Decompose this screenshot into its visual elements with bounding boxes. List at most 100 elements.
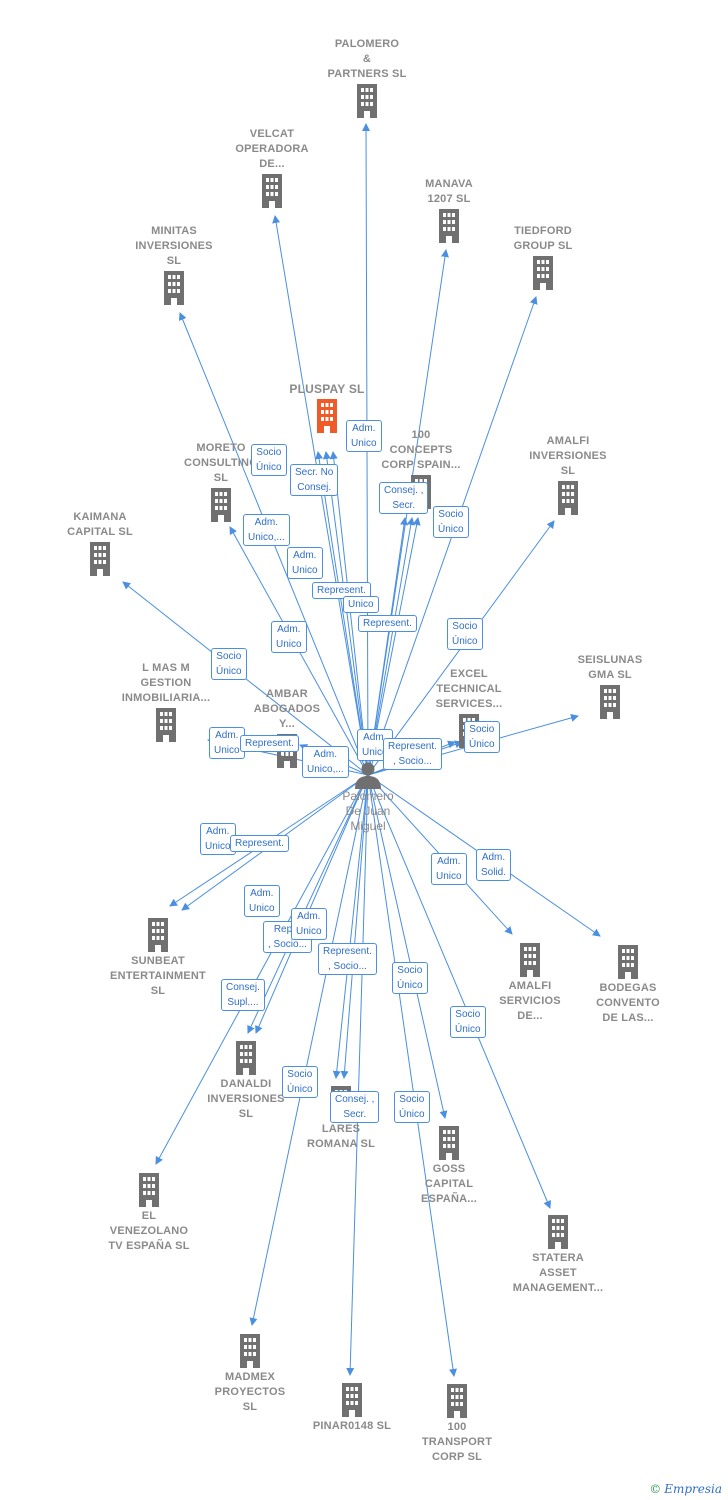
company-label: AMBAR ABOGADOS Y... (253, 688, 321, 730)
building-icon (342, 1383, 362, 1417)
company-node-pluspay[interactable]: PLUSPAY SL (262, 382, 392, 435)
relation-label-r4[interactable]: Consej. , Secr. (379, 482, 429, 514)
edge-lares (332, 774, 369, 1079)
relation-label-r15[interactable]: Represent. (240, 735, 299, 752)
edge-lares-1 (340, 774, 369, 1079)
company-node-palomero_partners[interactable]: PALOMERO & PARTNERS SL (302, 37, 432, 120)
person-node[interactable]: Palomero De Juan Miguel (318, 761, 418, 834)
company-label: SEISLUNAS GMA SL (577, 654, 643, 681)
company-node-kaimana[interactable]: KAIMANA CAPITAL SL (35, 510, 165, 578)
relation-label-r24[interactable]: Adm. Unico (244, 885, 280, 917)
company-node-venezolano[interactable]: EL VENEZOLANO TV ESPAÑA SL (84, 1171, 214, 1254)
relation-label-r13[interactable]: Socio Único (211, 648, 247, 680)
relation-label-r18[interactable]: Represent. , Socio... (383, 738, 442, 770)
edge-danaldi (247, 774, 369, 1034)
relation-label-r3[interactable]: Secr. No Consej. (290, 464, 339, 496)
building-icon (90, 542, 110, 576)
building-icon (439, 209, 459, 243)
company-label: BODEGAS CONVENTO DE LAS... (596, 982, 660, 1024)
company-node-manava[interactable]: MANAVA 1207 SL (384, 177, 514, 245)
company-label: SUNBEAT ENTERTAINMENT SL (110, 955, 206, 997)
company-node-velcat[interactable]: VELCAT OPERADORA DE... (207, 127, 337, 210)
relation-label-r27[interactable]: Represent. , Socio... (318, 943, 377, 975)
relation-label-r32[interactable]: Consej. , Secr. (330, 1091, 380, 1123)
footer-brand[interactable]: ©Empresia (649, 1482, 722, 1496)
company-node-seislunas[interactable]: SEISLUNAS GMA SL (545, 653, 675, 721)
company-node-goss[interactable]: GOSS CAPITAL ESPAÑA... (384, 1124, 514, 1207)
company-label: STATERA ASSET MANAGEMENT... (512, 1252, 604, 1294)
edge-transport100 (367, 774, 457, 1377)
relation-label-r5[interactable]: Socio Único (433, 506, 469, 538)
company-label: 100 CONCEPTS CORP SPAIN... (381, 429, 461, 471)
relation-label-r20[interactable]: Adm. Unico (200, 823, 236, 855)
company-label: PINAR0148 SL (312, 1420, 392, 1432)
relation-label-r16[interactable]: Adm. Unico,... (302, 746, 349, 778)
company-label: EXCEL TECHNICAL SERVICES... (435, 668, 503, 710)
building-icon (439, 1126, 459, 1160)
brand-logo-text: Empresia (664, 1482, 722, 1496)
company-label: VELCAT OPERADORA DE... (235, 128, 309, 170)
company-label: PALOMERO & PARTNERS SL (327, 38, 407, 80)
company-label: MANAVA 1207 SL (425, 178, 473, 205)
person-label: Palomero De Juan Miguel (342, 789, 394, 833)
relation-label-r11[interactable]: Adm. Unico (271, 621, 307, 653)
company-node-amalfi_inv[interactable]: AMALFI INVERSIONES SL (503, 434, 633, 517)
copyright-icon: © (649, 1482, 662, 1496)
relation-label-r33[interactable]: Socio Único (394, 1091, 430, 1123)
relation-label-r6[interactable]: Adm. Unico,... (243, 514, 290, 546)
relation-label-r7[interactable]: Adm. Unico (287, 547, 323, 579)
building-icon (317, 399, 337, 433)
company-label: AMALFI INVERSIONES SL (529, 435, 607, 477)
relation-label-r9[interactable]: Unico (343, 596, 379, 613)
company-label: KAIMANA CAPITAL SL (67, 511, 133, 538)
building-icon (148, 918, 168, 952)
relation-label-r8[interactable]: Represent. (312, 582, 371, 599)
company-node-madmex[interactable]: MADMEX PROYECTOS SL (185, 1332, 315, 1415)
building-icon (533, 256, 553, 290)
company-label: L MAS M GESTION INMOBILIARIA... (121, 662, 211, 704)
company-label: DANALDI INVERSIONES SL (207, 1078, 285, 1120)
relation-label-r10[interactable]: Represent. (358, 615, 417, 632)
company-node-pinar[interactable]: PINAR0148 SL (287, 1381, 417, 1434)
building-icon (240, 1334, 260, 1368)
company-node-tiedford[interactable]: TIEDFORD GROUP SL (478, 224, 608, 292)
building-icon (262, 174, 282, 208)
company-node-statera[interactable]: STATERA ASSET MANAGEMENT... (493, 1213, 623, 1296)
relation-label-r22[interactable]: Adm. Unico (431, 853, 467, 885)
edge-pluspay-2 (329, 451, 369, 776)
building-icon (357, 84, 377, 118)
relation-label-r19[interactable]: Socio Único (464, 721, 500, 753)
relation-label-r31[interactable]: Socio Único (450, 1006, 486, 1038)
relation-label-r23[interactable]: Adm. Solid. (476, 849, 512, 881)
company-label: MADMEX PROYECTOS SL (214, 1371, 286, 1413)
edge-pluspay-1 (322, 451, 369, 776)
building-icon (156, 708, 176, 742)
company-node-sunbeat[interactable]: SUNBEAT ENTERTAINMENT SL (93, 916, 223, 999)
edge-pluspay (315, 451, 369, 776)
edge-madmex (249, 774, 369, 1326)
building-icon (164, 271, 184, 305)
relation-label-r21[interactable]: Represent. (230, 835, 289, 852)
relation-label-r29[interactable]: Consej. Supl.... (221, 979, 265, 1011)
relation-label-r1[interactable]: Adm. Unico (346, 420, 382, 452)
company-node-amalfi_serv[interactable]: AMALFI SERVICIOS DE... (465, 941, 595, 1024)
company-node-danaldi[interactable]: DANALDI INVERSIONES SL (181, 1039, 311, 1122)
company-node-minitas[interactable]: MINITAS INVERSIONES SL (109, 224, 239, 307)
company-node-bodegas[interactable]: BODEGAS CONVENTO DE LAS... (563, 943, 693, 1026)
edge-goss (367, 774, 448, 1119)
company-label: TIEDFORD GROUP SL (513, 225, 573, 252)
building-icon (558, 481, 578, 515)
relation-label-r30[interactable]: Socio Único (282, 1066, 318, 1098)
edge-venezolano (155, 774, 369, 1165)
company-node-lmasm[interactable]: L MAS M GESTION INMOBILIARIA... (101, 661, 231, 744)
relation-label-r2[interactable]: Socio Único (251, 444, 287, 476)
relation-label-r26[interactable]: Adm. Unico (291, 908, 327, 940)
company-node-moreto[interactable]: MORETO CONSULTING SL (156, 441, 286, 524)
relation-label-r12[interactable]: Socio Único (447, 618, 483, 650)
company-label: PLUSPAY SL (289, 382, 365, 396)
building-icon (600, 685, 620, 719)
relation-label-r28[interactable]: Socio Único (392, 962, 428, 994)
company-node-transport100[interactable]: 100 TRANSPORT CORP SL (392, 1382, 522, 1465)
company-label: LARES ROMANA SL (307, 1123, 375, 1150)
building-icon (618, 945, 638, 979)
